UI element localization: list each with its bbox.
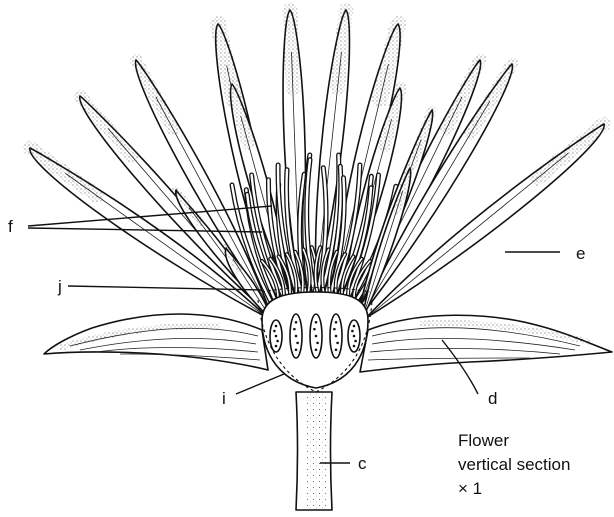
locule-3 (310, 314, 322, 358)
label-e: e (576, 244, 585, 263)
label-f: f (8, 217, 13, 236)
sepal-right (360, 315, 612, 372)
caption-line-1: Flower (458, 431, 509, 450)
locule-5 (348, 320, 360, 352)
label-c: c (358, 454, 367, 473)
ovary (258, 288, 372, 393)
locule-4 (330, 314, 342, 358)
stalk (296, 392, 332, 510)
label-j: j (57, 277, 62, 296)
label-d: d (488, 389, 497, 408)
locule-2 (290, 314, 302, 358)
caption-line-3: × 1 (458, 479, 482, 498)
caption-line-2: vertical section (458, 455, 570, 474)
sepal-left (44, 314, 268, 370)
locule-1 (270, 320, 282, 352)
label-i: i (222, 389, 226, 408)
